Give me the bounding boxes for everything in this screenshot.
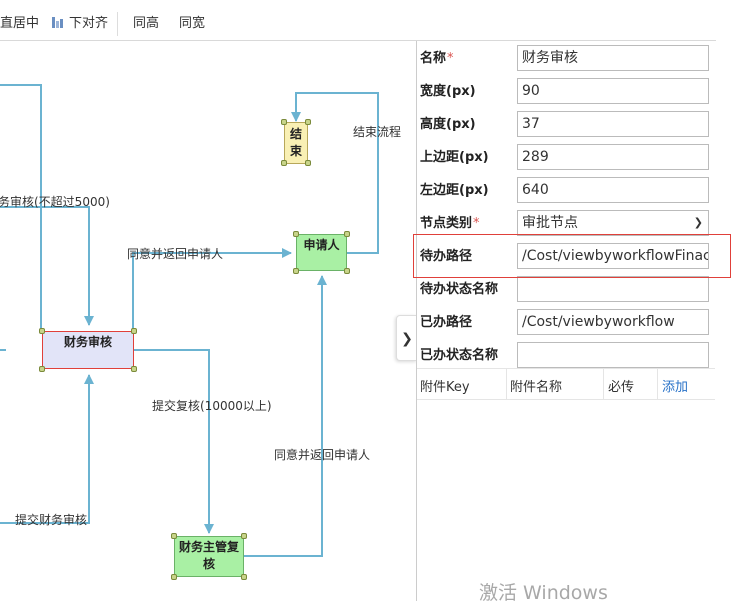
align-bottom-label: 下对齐 (69, 15, 109, 30)
edge-finance-to-applicant (132, 248, 292, 331)
attach-col-name: 附件名称 (510, 380, 563, 395)
top-margin-input[interactable]: 289 (517, 144, 709, 170)
center-vertical-button[interactable]: 直居中 (0, 0, 39, 40)
prop-row-name: 名称* 财务审核 (417, 41, 717, 74)
attach-col-required: 必传 (608, 380, 635, 395)
node-handle[interactable] (293, 268, 299, 274)
chevron-down-icon: ❯ (693, 216, 703, 229)
node-handle[interactable] (344, 268, 350, 274)
width-input[interactable]: 90 (517, 78, 709, 104)
node-finance-supervisor[interactable]: 财务主管复核 (174, 536, 244, 577)
toolbar-divider (117, 12, 118, 36)
node-type-value: 审批节点 (522, 215, 578, 231)
prop-row-done-status: 已办状态名称 (417, 338, 717, 371)
node-handle[interactable] (171, 533, 177, 539)
edge-label-submit-review: 提交复核(10000以上) (152, 399, 272, 413)
node-handle[interactable] (305, 160, 311, 166)
edge-label-approve-return-right: 同意并返回申请人 (274, 448, 371, 462)
prop-label-done-path: 已办路径 (420, 315, 473, 330)
node-handle[interactable] (131, 366, 137, 372)
column-divider (603, 369, 604, 399)
same-width-label: 同宽 (179, 15, 206, 30)
node-handle[interactable] (39, 366, 45, 372)
prop-row-height: 高度(px) 37 (417, 107, 717, 140)
add-attachment-link[interactable]: 添加 (662, 380, 689, 395)
prop-row-todo-status: 待办状态名称 (417, 272, 717, 305)
center-vertical-label: 直居中 (0, 15, 40, 30)
prop-label-left: 左边距(px) (420, 183, 489, 198)
node-handle[interactable] (241, 574, 247, 580)
node-handle[interactable] (281, 160, 287, 166)
node-handle[interactable] (293, 231, 299, 237)
highlight-annotation (413, 234, 731, 278)
collapse-panel-button[interactable]: ❯ (396, 315, 417, 361)
prop-row-width: 宽度(px) 90 (417, 74, 717, 107)
same-height-button[interactable]: 同高 (133, 0, 159, 40)
edge-under-5000 (0, 206, 94, 326)
prop-label-top: 上边距(px) (420, 150, 489, 165)
prop-label-done-status: 已办状态名称 (420, 348, 499, 363)
flow-connections (0, 84, 379, 557)
node-end-label: 结束 (289, 127, 302, 158)
node-finance-review-label: 财务审核 (63, 335, 112, 349)
node-end[interactable]: 结束 (284, 122, 308, 164)
node-handle[interactable] (131, 328, 137, 334)
chevron-right-icon: ❯ (401, 330, 413, 346)
flow-canvas[interactable]: 结束 申请人 财务审核 财务主管复核 结束流程 同意并返回申请人 务审核(不超过… (0, 41, 416, 601)
node-handle[interactable] (39, 328, 45, 334)
same-width-button[interactable]: 同宽 (179, 0, 205, 40)
align-bottom-button[interactable]: 下对齐 (52, 0, 108, 40)
attachments-table-header: 附件Key 附件名称 必传 添加 (417, 368, 715, 400)
node-type-select[interactable]: 审批节点 ❯ (517, 210, 709, 236)
prop-label-node-type: 节点类别* (420, 216, 480, 231)
prop-label-todo-path: 待办路径 (420, 249, 473, 264)
edge-applicant-to-end (291, 92, 379, 254)
edge-supervisor-to-applicant (243, 275, 327, 557)
done-status-input[interactable] (517, 342, 709, 368)
left-margin-input[interactable]: 640 (517, 177, 709, 203)
properties-panel: 名称* 财务审核 宽度(px) 90 高度(px) 37 上边距(px) 289… (416, 41, 717, 601)
toolbar: 直居中 下对齐 同高 同宽 (0, 0, 716, 41)
node-applicant[interactable]: 申请人 (296, 234, 347, 271)
prop-row-left: 左边距(px) 640 (417, 173, 717, 206)
align-bottom-icon (52, 17, 64, 28)
column-divider (506, 369, 507, 399)
done-path-input[interactable]: /Cost/viewbyworkflow (517, 309, 709, 335)
prop-row-done-path: 已办路径 /Cost/viewbyworkflow (417, 305, 717, 338)
todo-status-input[interactable] (517, 276, 709, 302)
column-divider (657, 369, 658, 399)
node-applicant-label: 申请人 (303, 238, 340, 252)
prop-label-height: 高度(px) (420, 117, 476, 132)
attach-col-key: 附件Key (420, 380, 470, 395)
same-height-label: 同高 (133, 15, 160, 30)
edge-label-approve-return-top: 同意并返回申请人 (127, 247, 224, 261)
node-finance-review[interactable]: 财务审核 (42, 331, 134, 369)
name-input[interactable]: 财务审核 (517, 45, 709, 71)
prop-label-name: 名称* (420, 51, 454, 66)
node-handle[interactable] (344, 231, 350, 237)
edge-top-left-to-finance (0, 84, 42, 331)
prop-row-todo-path: 待办路径 /Cost/viewbyworkflowFinace (417, 239, 717, 272)
height-input[interactable]: 37 (517, 111, 709, 137)
windows-activation-watermark: 激活 Windows (479, 582, 608, 604)
edge-label-under-5000: 务审核(不超过5000) (0, 195, 110, 209)
prop-label-width: 宽度(px) (420, 84, 476, 99)
prop-label-todo-status: 待办状态名称 (420, 282, 499, 297)
edge-label-end-flow: 结束流程 (353, 125, 402, 139)
edge-finance-to-supervisor (133, 349, 214, 534)
edge-submit-finance (0, 374, 94, 524)
node-handle[interactable] (241, 533, 247, 539)
todo-path-input[interactable]: /Cost/viewbyworkflowFinace (517, 243, 709, 269)
node-handle[interactable] (171, 574, 177, 580)
prop-row-top: 上边距(px) 289 (417, 140, 717, 173)
node-handle[interactable] (281, 119, 287, 125)
prop-row-node-type: 节点类别* 审批节点 ❯ (417, 206, 717, 239)
edge-label-submit-finance: 提交财务审核 (15, 513, 88, 527)
node-handle[interactable] (305, 119, 311, 125)
node-finance-supervisor-label: 财务主管复核 (178, 540, 239, 571)
